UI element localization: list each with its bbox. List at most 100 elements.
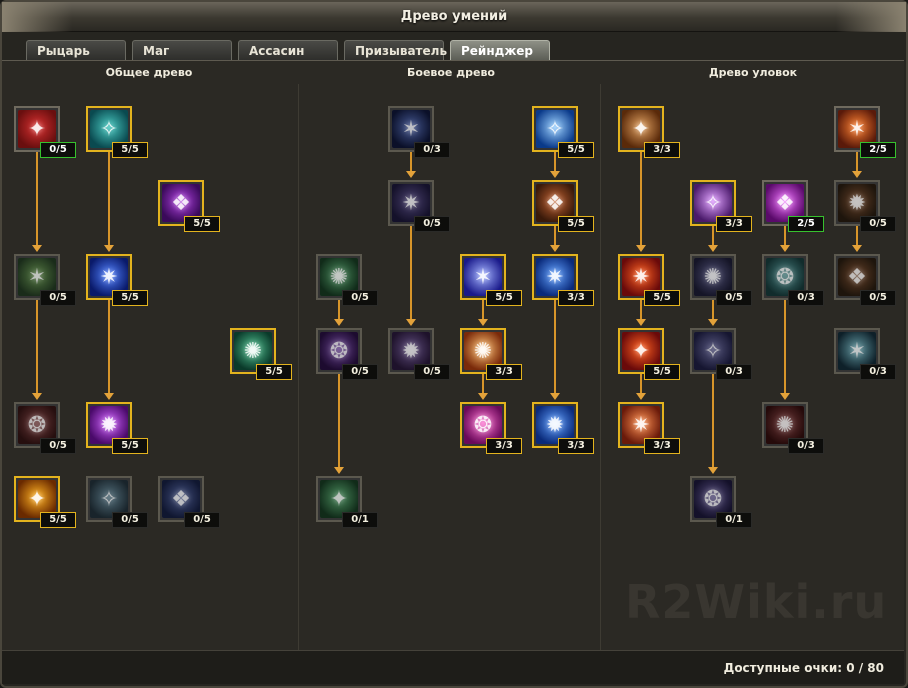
flame-arrow-2-icon: ✦ — [622, 332, 660, 370]
skill-link-arrow — [550, 245, 560, 252]
demon-red-icon: ✦ — [18, 110, 56, 148]
skill-link-arrow — [780, 245, 790, 252]
skill-link-arrow — [104, 393, 114, 400]
tricks-tree-title: Древо уловок — [708, 66, 798, 79]
skill-level-badge: 0/1 — [716, 512, 752, 528]
arrow-blue-icon: ✷ — [536, 258, 574, 296]
skill-slot[interactable]: ✶ — [460, 254, 506, 300]
skill-slot[interactable]: ✹ — [834, 180, 880, 226]
flame-arrow-icon: ✷ — [622, 258, 660, 296]
skill-slot[interactable]: ✧ — [86, 476, 132, 522]
skill-level-badge: 5/5 — [558, 142, 594, 158]
skill-slot[interactable]: ✧ — [86, 106, 132, 152]
skill-level-badge: 0/5 — [860, 216, 896, 232]
skill-link-arrow — [852, 171, 862, 178]
tab-summoner[interactable]: Призыватель — [344, 40, 447, 60]
spirit-purple-icon: ❖ — [162, 184, 200, 222]
skill-link-line — [640, 374, 642, 394]
skill-level-badge: 0/5 — [40, 290, 76, 306]
skill-slot[interactable]: ✹ — [86, 402, 132, 448]
skill-glyph: ✺ — [703, 264, 723, 290]
skill-link-arrow — [708, 319, 718, 326]
title-bar: Древо умений — [2, 2, 906, 32]
orb-burst-blue-icon: ✶ — [392, 110, 430, 148]
skill-link-arrow — [406, 319, 416, 326]
skill-slot[interactable]: ✦ — [618, 106, 664, 152]
orb-blue-icon: ✷ — [90, 258, 128, 296]
skill-level-badge: 0/5 — [184, 512, 220, 528]
skill-glyph: ✷ — [631, 264, 651, 290]
skill-level-badge: 0/5 — [716, 290, 752, 306]
skill-slot[interactable]: ❂ — [316, 328, 362, 374]
holy-cross-red-icon: ❂ — [18, 406, 56, 444]
skill-link-line — [554, 226, 556, 246]
skill-link-line — [640, 152, 642, 246]
skill-slot[interactable]: ✷ — [532, 254, 578, 300]
skill-link-arrow — [478, 393, 488, 400]
skill-slot[interactable]: ❂ — [690, 476, 736, 522]
skill-slot[interactable]: ✧ — [690, 328, 736, 374]
tab-ranger[interactable]: Рейнджер — [450, 40, 550, 60]
skill-link-line — [482, 374, 484, 394]
wings-emblem-icon: ✧ — [694, 184, 732, 222]
skill-glyph: ✧ — [99, 116, 119, 142]
skill-level-badge: 3/3 — [486, 438, 522, 454]
wings-emblem-violet-icon: ❂ — [694, 480, 732, 518]
rune-dark-icon: ✺ — [694, 258, 732, 296]
skill-level-badge: 0/3 — [788, 290, 824, 306]
skill-glyph: ✦ — [631, 116, 651, 142]
window-title: Древо умений — [400, 9, 508, 24]
skill-level-badge: 5/5 — [112, 142, 148, 158]
skill-slot[interactable]: ✦ — [14, 106, 60, 152]
skill-glyph: ✷ — [99, 264, 119, 290]
tab-knight[interactable]: Рыцарь — [26, 40, 126, 60]
skill-level-badge: 3/3 — [558, 290, 594, 306]
skill-slot[interactable]: ✶ — [388, 106, 434, 152]
skill-glyph: ✺ — [775, 412, 795, 438]
bow-fire-icon: ✶ — [838, 110, 876, 148]
skill-glyph: ✧ — [703, 338, 723, 364]
skill-level-badge: 3/3 — [716, 216, 752, 232]
skill-glyph: ❂ — [473, 412, 493, 438]
skill-slot[interactable]: ✷ — [86, 254, 132, 300]
skill-level-badge: 5/5 — [112, 438, 148, 454]
skill-link-line — [410, 152, 412, 172]
skill-link-line — [712, 374, 714, 468]
skill-glyph: ❖ — [171, 190, 191, 216]
tree-emblem-fire-icon: ✺ — [464, 332, 502, 370]
skill-level-badge: 5/5 — [256, 364, 292, 380]
skill-glyph: ✺ — [473, 338, 493, 364]
skill-link-line — [784, 226, 786, 246]
spirit-cyan-icon: ✧ — [90, 110, 128, 148]
general-tree-title: Общее древо — [105, 66, 193, 79]
skill-slot[interactable]: ✦ — [14, 476, 60, 522]
rune-blue-icon: ❖ — [162, 480, 200, 518]
orb-teal-icon: ❂ — [766, 258, 804, 296]
skill-slot[interactable]: ✺ — [316, 254, 362, 300]
skill-level-badge: 2/5 — [860, 142, 896, 158]
skill-slot[interactable]: ✺ — [460, 328, 506, 374]
skill-glyph: ✶ — [473, 264, 493, 290]
tree-panel — [2, 60, 904, 650]
skill-level-badge: 5/5 — [558, 216, 594, 232]
skill-level-badge: 0/5 — [860, 290, 896, 306]
skill-level-badge: 5/5 — [644, 290, 680, 306]
skill-glyph: ✷ — [401, 190, 421, 216]
tab-assassin[interactable]: Ассасин — [238, 40, 338, 60]
skill-level-badge: 0/5 — [414, 364, 450, 380]
skill-glyph: ✷ — [631, 412, 651, 438]
column-divider — [298, 84, 299, 650]
skill-level-badge: 5/5 — [184, 216, 220, 232]
skill-slot[interactable]: ✹ — [532, 402, 578, 448]
skill-link-line — [482, 300, 484, 320]
skill-slot[interactable]: ✺ — [690, 254, 736, 300]
skill-glyph: ❂ — [703, 486, 723, 512]
skill-glyph: ✹ — [401, 338, 421, 364]
skill-glyph: ✹ — [545, 412, 565, 438]
skill-glyph: ✺ — [243, 338, 263, 364]
rune-violet-icon: ❂ — [320, 332, 358, 370]
skill-slot[interactable]: ✶ — [834, 328, 880, 374]
orb-green-icon: ✺ — [320, 258, 358, 296]
summon-green-icon: ✺ — [234, 332, 272, 370]
tab-mage[interactable]: Маг — [132, 40, 232, 60]
